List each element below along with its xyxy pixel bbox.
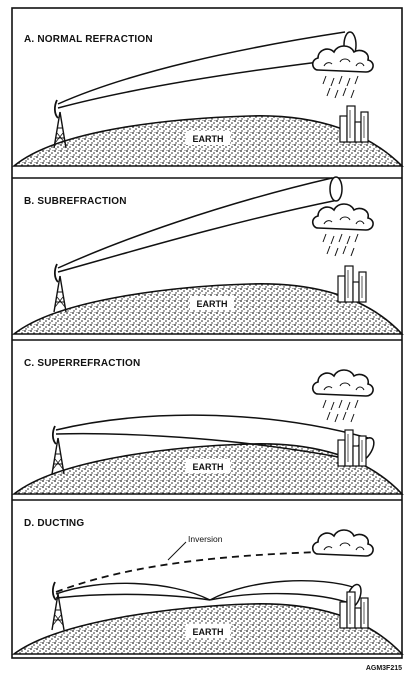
beam-lower-edge — [57, 57, 353, 109]
inversion-leader-line — [167, 541, 187, 561]
buildings-icon — [337, 429, 367, 467]
ducted-ray — [209, 580, 357, 601]
rain-icon — [322, 399, 359, 423]
rain-icon — [322, 233, 359, 257]
panel-ducting: D. DUCTING EARTH Inversion — [11, 518, 404, 655]
cloud-icon — [311, 369, 374, 397]
cloud-icon — [311, 203, 374, 231]
panel-title: B. SUBREFRACTION — [24, 196, 127, 207]
figure-code: AGM3F215 — [366, 665, 402, 672]
panel-title: D. DUCTING — [24, 518, 84, 529]
panel-normal-refraction: A. NORMAL REFRACTION EARTH — [11, 31, 404, 167]
inversion-layer-line — [55, 551, 321, 593]
earth-label-box — [186, 131, 230, 145]
beam-upper-edge — [57, 31, 346, 105]
earth-label-box — [190, 296, 234, 310]
earth-label: EARTH — [193, 627, 224, 637]
cloud-icon — [311, 45, 374, 73]
panel-title: A. NORMAL REFRACTION — [24, 34, 153, 45]
panel-superrefraction: C. SUPERREFRACTION EARTH — [11, 358, 404, 495]
rain-icon — [322, 75, 359, 99]
ducted-ray — [55, 593, 211, 601]
ducted-ray — [209, 592, 353, 605]
earth-label-box — [186, 459, 230, 473]
beam-lower-edge — [57, 199, 339, 273]
earth-label-box — [186, 624, 230, 638]
earth-label: EARTH — [193, 134, 224, 144]
beam-upper-edge — [57, 177, 333, 269]
earth-label: EARTH — [197, 299, 228, 309]
ducted-ray — [55, 582, 211, 601]
beam-lower-edge — [55, 432, 345, 459]
panel-title: C. SUPERREFRACTION — [24, 358, 140, 369]
buildings-icon — [339, 105, 369, 143]
panel-subrefraction: B. SUBREFRACTION EARTH — [11, 176, 404, 335]
beam-upper-edge — [55, 414, 369, 439]
buildings-icon — [337, 265, 367, 303]
cloud-icon — [311, 529, 374, 557]
inversion-label: Inversion — [188, 534, 223, 544]
beam-end — [329, 176, 343, 202]
earth-label: EARTH — [193, 462, 224, 472]
buildings-icon — [339, 591, 369, 629]
